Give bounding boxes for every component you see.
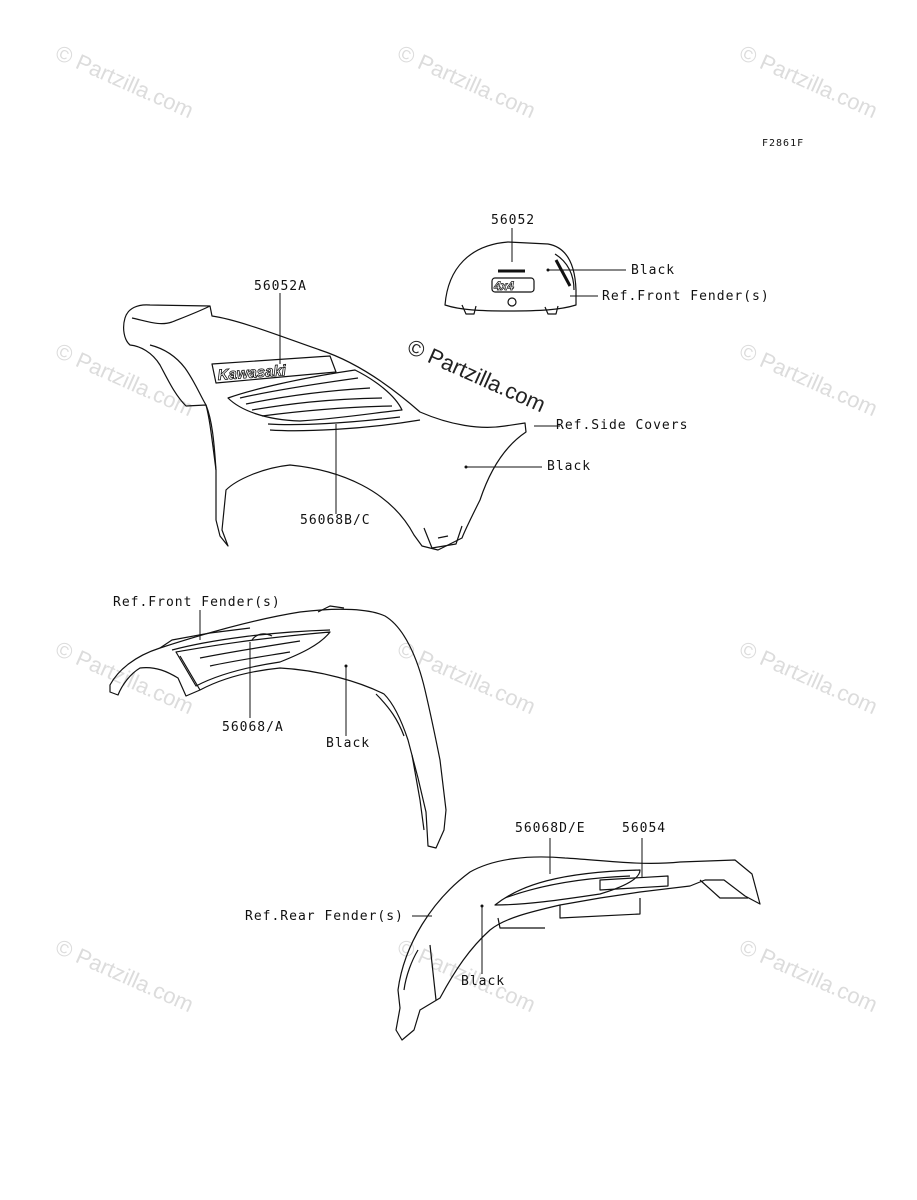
callout-ref-side-covers: Ref.Side Covers — [556, 418, 689, 433]
callout-ref-rear-fender: Ref.Rear Fender(s) — [245, 909, 404, 924]
four-by-four-emblem — [491, 277, 535, 293]
front-fender-stripe-decal — [175, 631, 331, 687]
callout-black-emblem: Black — [631, 263, 676, 278]
four-by-four-decal-text: 4x4 — [493, 279, 514, 293]
callout-ref-front-fender-top: Ref.Front Fender(s) — [602, 289, 770, 304]
rear-fender-part — [395, 856, 761, 1041]
side-cover-part — [123, 304, 527, 551]
leader-dots — [344, 268, 550, 908]
callout-56068BC: 56068B/C — [300, 513, 371, 528]
callout-56068A: 56068/A — [222, 720, 284, 735]
callout-black-side-cover: Black — [547, 459, 592, 474]
side-stripe-decal — [227, 369, 403, 422]
front-fender-emblem-part — [444, 241, 577, 315]
callout-56052: 56052 — [491, 213, 536, 228]
kawasaki-decal — [211, 355, 337, 384]
callout-black-front-fender: Black — [326, 736, 371, 751]
callout-ref-front-fender-mid: Ref.Front Fender(s) — [113, 595, 281, 610]
callout-56068DE: 56068D/E — [515, 821, 586, 836]
figure-id: F2861F — [762, 138, 805, 149]
front-fender-part — [109, 605, 447, 849]
rear-fender-model-decal — [599, 875, 669, 891]
leader-lines — [199, 228, 643, 974]
callout-56052A: 56052A — [254, 279, 307, 294]
kawasaki-decal-text: Kawasaki — [217, 362, 287, 384]
callout-black-rear-fender: Black — [461, 974, 506, 989]
rear-fender-stripe-decal — [494, 869, 641, 906]
callout-56054: 56054 — [622, 821, 667, 836]
